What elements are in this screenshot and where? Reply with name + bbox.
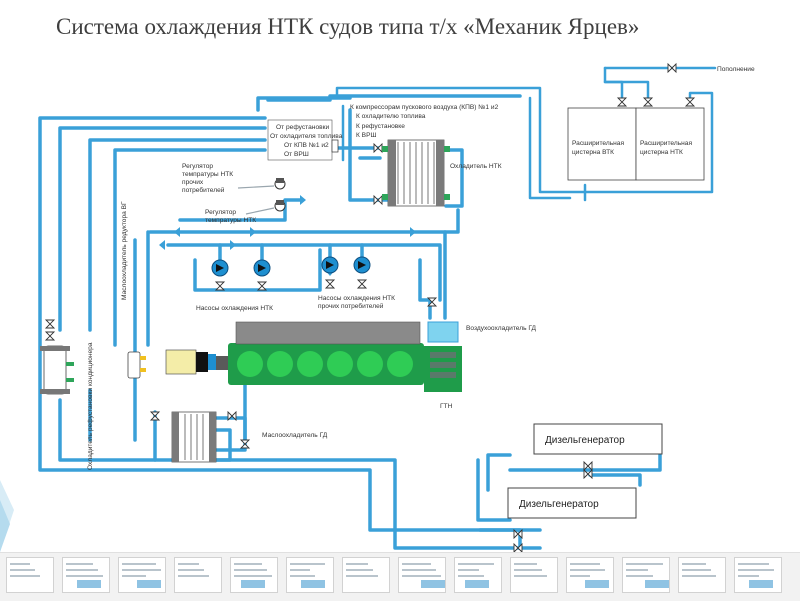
diesel-generators: Дизельгенератор Дизельгенератор: [507, 423, 663, 519]
slide-thumbnail[interactable]: [734, 557, 782, 593]
temp-regulators: [237, 178, 286, 215]
expansion-tanks: Расширительная цистерна ВТК Расширительн…: [567, 107, 705, 181]
slide-thumbnail[interactable]: [510, 557, 558, 593]
aircon-cooler: [40, 345, 74, 395]
diesel-gen-2-label: Дизельгенератор: [519, 499, 599, 510]
from-vrsh-label: От ВРШ: [284, 151, 309, 158]
to-refrig-label: К рефустановке: [356, 123, 405, 130]
reducer-cooler-label: Маслоохладитель редуктора ВГ: [121, 201, 128, 300]
oil-cooler-label: Маслоохладитель ГД: [262, 432, 328, 439]
to-compressors-label: К компрессорам пускового воздуха (КПВ) №…: [350, 104, 499, 111]
page-title: Система охлаждения НТК судов типа т/х «М…: [56, 14, 640, 39]
slide-thumbnail[interactable]: [62, 557, 110, 593]
tank-ntk-label-2: цистерна НТК: [640, 149, 683, 156]
slide-thumbnail-strip: [0, 552, 800, 601]
pumps-other-l1: Насосы охлаждения НТК: [318, 295, 395, 302]
corner-decoration: [0, 480, 14, 552]
tank-vtk-label-2: цистерна ВТК: [572, 149, 614, 156]
slide-thumbnail[interactable]: [678, 557, 726, 593]
slide-thumbnail[interactable]: [174, 557, 222, 593]
slide-thumbnail[interactable]: [230, 557, 278, 593]
aircon-cooler-label: Охладитель рефустановки кондиционера: [87, 342, 94, 470]
slide-thumbnail[interactable]: [398, 557, 446, 593]
air-cooler-label: Воздухоохладитель ГД: [466, 325, 536, 332]
to-fuel-cooler-label: К охладителю топлива: [356, 113, 426, 120]
flow-arrows: [159, 195, 416, 276]
diesel-gen-1-label: Дизельгенератор: [545, 435, 625, 446]
pumps-other-l2: прочих потребителей: [318, 302, 384, 310]
from-kpv-label: От КПВ №1 и2: [284, 142, 329, 149]
ntk-cooler-label: Охладитель НТК: [450, 163, 502, 170]
main-engine: [165, 321, 462, 392]
gtn-label: ГТН: [440, 403, 453, 410]
tank-vtk-label-1: Расширительная: [572, 140, 624, 147]
pumps-ntk-label: Насосы охлаждения НТК: [196, 305, 273, 312]
slide-thumbnail[interactable]: [286, 557, 334, 593]
slide-thumbnail[interactable]: [6, 557, 54, 593]
reg-other-l4: потребителей: [182, 186, 225, 194]
slide-thumbnail[interactable]: [622, 557, 670, 593]
slide-thumbnail[interactable]: [118, 557, 166, 593]
pumps: [211, 256, 371, 277]
replenish-label: Пополнение: [717, 66, 755, 73]
slide-thumbnail[interactable]: [454, 557, 502, 593]
valves: [44, 62, 696, 554]
reg-ntk-l2: темпратуры НТК: [205, 217, 256, 224]
to-vrsh-label: К ВРШ: [356, 132, 377, 139]
from-refrig-label: От рефустановки: [276, 124, 329, 131]
slide-thumbnail[interactable]: [566, 557, 614, 593]
reg-other-l2: темпратуры НТК: [182, 171, 233, 178]
from-fuel-label: От охладителя топлива: [270, 133, 343, 140]
tank-ntk-label-1: Расширительная: [640, 140, 692, 147]
reg-ntk-l1: Регулятор: [205, 209, 236, 216]
reg-other-l1: Регулятор: [182, 163, 213, 170]
consumer-labels: От рефустановки От охладителя топлива От…: [267, 104, 499, 161]
slide-thumbnail[interactable]: [342, 557, 390, 593]
oil-cooler: [171, 411, 217, 463]
reducer-cooler: [127, 351, 146, 379]
reg-other-l3: прочих: [182, 179, 204, 186]
ntk-cooler: [382, 139, 450, 207]
